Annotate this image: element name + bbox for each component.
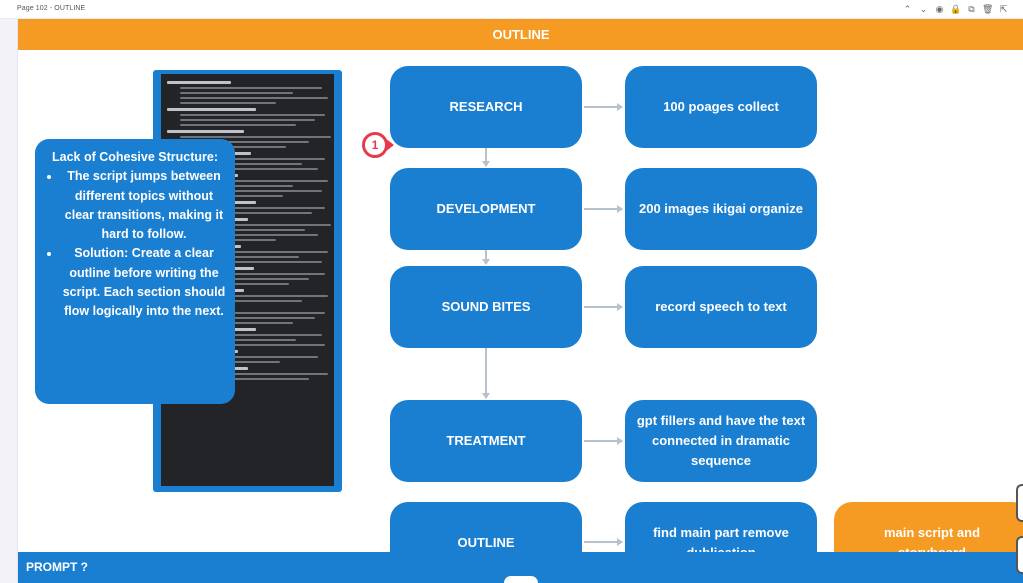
- comment-badge[interactable]: 1: [362, 132, 388, 158]
- doc-text-line: [179, 97, 328, 99]
- detail-treatment[interactable]: gpt fillers and have the text connected …: [625, 400, 817, 482]
- callout-box[interactable]: Lack of Cohesive Structure: The script j…: [35, 139, 235, 404]
- doc-text-line: [179, 344, 325, 346]
- duplicate-icon[interactable]: ⧉: [968, 4, 975, 14]
- doc-text-line: [179, 87, 322, 89]
- side-handle-top[interactable]: [1016, 484, 1023, 522]
- slide[interactable]: OUTLINE Lack of Cohesive Structure: The …: [17, 19, 1023, 583]
- arrow-outline-detail: [584, 538, 623, 546]
- lock-icon[interactable]: 🔒: [950, 4, 962, 14]
- doc-text-line: [179, 295, 328, 297]
- doc-text-line: [179, 356, 319, 358]
- doc-text-line: [179, 378, 309, 380]
- doc-text-line: [179, 102, 277, 104]
- doc-text-line: [179, 261, 322, 263]
- arrow-sound-bites-treatment: [482, 348, 490, 399]
- doc-text-line: [179, 124, 296, 126]
- doc-text-line: [179, 207, 325, 209]
- callout-title: Lack of Cohesive Structure:: [51, 150, 218, 164]
- doc-text-line: [179, 114, 325, 116]
- doc-text-line: [179, 300, 303, 302]
- doc-text-line: [179, 229, 306, 231]
- doc-text-line: [179, 158, 325, 160]
- doc-text-line: [167, 108, 256, 111]
- arrow-research-development: [482, 148, 490, 167]
- chevron-down-icon[interactable]: ⌄: [919, 4, 928, 14]
- side-handle-bottom[interactable]: [1016, 536, 1023, 574]
- doc-text-line: [179, 273, 325, 275]
- doc-text-line: [179, 185, 293, 187]
- doc-text-line: [179, 256, 299, 258]
- doc-text-line: [179, 119, 316, 121]
- doc-text-line: [179, 234, 319, 236]
- doc-text-line: [167, 130, 245, 133]
- detail-sound-bites[interactable]: record speech to text: [625, 266, 817, 348]
- step-sound-bites[interactable]: SOUND BITES: [390, 266, 582, 348]
- callout-list: The script jumps between different topic…: [43, 167, 227, 321]
- doc-text-line: [179, 373, 328, 375]
- step-treatment[interactable]: TREATMENT: [390, 400, 582, 482]
- detail-development[interactable]: 200 images ikigai organize: [625, 168, 817, 250]
- doc-text-line: [179, 190, 322, 192]
- add-page-icon[interactable]: ⇱: [999, 4, 1008, 14]
- doc-text-line: [179, 92, 293, 94]
- doc-text-line: [179, 141, 309, 143]
- slide-handle[interactable]: [504, 576, 538, 583]
- doc-text-line: [179, 278, 309, 280]
- arrow-sound-bites-detail: [584, 303, 623, 311]
- page-tools: ⌃ ⌄ ◉ 🔒 ⧉ 🗑 ⇱: [902, 3, 1009, 15]
- doc-text-line: [179, 168, 319, 170]
- editor-toolbar: Page 102 - OUTLINE ⌃ ⌄ ◉ 🔒 ⧉ 🗑 ⇱: [0, 0, 1023, 19]
- step-development[interactable]: DEVELOPMENT: [390, 168, 582, 250]
- callout-bullet: Solution: Create a clear outline before …: [61, 244, 227, 321]
- doc-text-line: [179, 224, 332, 226]
- arrow-research-detail: [584, 103, 623, 111]
- doc-text-line: [179, 322, 293, 324]
- doc-text-line: [179, 312, 325, 314]
- arrow-development-detail: [584, 205, 623, 213]
- footer-prompt: PROMPT ?: [26, 560, 88, 574]
- callout-bullet: The script jumps between different topic…: [61, 167, 227, 244]
- doc-text-line: [179, 180, 328, 182]
- doc-text-line: [179, 136, 332, 138]
- arrow-development-sound-bites: [482, 250, 490, 265]
- detail-research[interactable]: 100 poages collect: [625, 66, 817, 148]
- editor-canvas: OUTLINE Lack of Cohesive Structure: The …: [0, 19, 1023, 583]
- chevron-up-icon[interactable]: ⌃: [903, 4, 912, 14]
- page-label: Page 102 - OUTLINE: [17, 5, 86, 12]
- eye-icon[interactable]: ◉: [935, 4, 944, 14]
- doc-text-line: [179, 317, 316, 319]
- arrow-treatment-detail: [584, 437, 623, 445]
- badge-pointer: [385, 138, 394, 152]
- doc-text-line: [179, 251, 328, 253]
- slide-header: OUTLINE: [18, 19, 1023, 50]
- doc-text-line: [179, 163, 303, 165]
- doc-text-line: [179, 339, 296, 341]
- doc-text-line: [179, 334, 322, 336]
- doc-text-line: [179, 212, 312, 214]
- doc-text-line: [167, 81, 232, 84]
- trash-icon[interactable]: 🗑: [982, 4, 994, 14]
- step-research[interactable]: RESEARCH: [390, 66, 582, 148]
